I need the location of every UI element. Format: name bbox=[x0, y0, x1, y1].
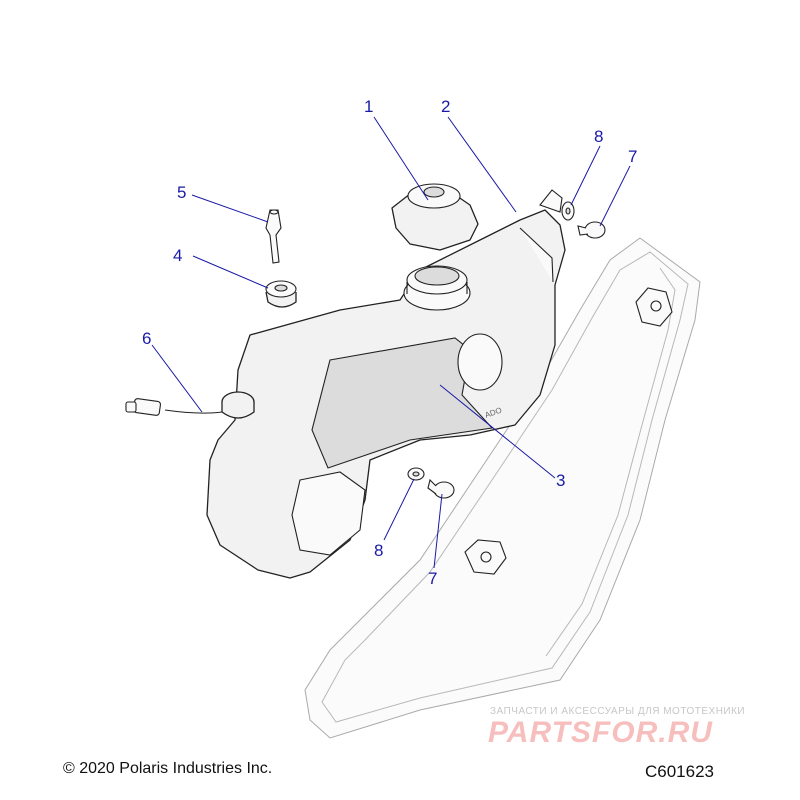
callout-1: 1 bbox=[364, 97, 373, 116]
watermark-brand: PARTSFOR.RU bbox=[488, 716, 713, 749]
bolt-lower bbox=[427, 478, 455, 499]
grommet bbox=[265, 280, 297, 308]
washer-upper bbox=[561, 201, 575, 221]
callout-7-lower: 7 bbox=[428, 569, 437, 588]
mounting-panel bbox=[304, 237, 701, 739]
callout-2: 2 bbox=[441, 97, 450, 116]
figure-id: C601623 bbox=[645, 762, 715, 781]
washer-lower bbox=[407, 467, 425, 481]
callout-5: 5 bbox=[177, 183, 186, 202]
leader-lines bbox=[151, 116, 631, 569]
copyright-text: © 2020 Polaris Industries Inc. bbox=[63, 760, 273, 777]
filler-neck bbox=[403, 265, 471, 311]
reservoir-cap bbox=[391, 183, 479, 251]
hose-fitting bbox=[265, 209, 282, 264]
watermark-logo: ЗАПЧАСТИ И АКСЕССУАРЫ ДЛЯ МОТОТЕХНИКИ PA… bbox=[470, 700, 790, 760]
watermark-tagline: ЗАПЧАСТИ И АКСЕССУАРЫ ДЛЯ МОТОТЕХНИКИ bbox=[490, 706, 746, 717]
callout-6: 6 bbox=[142, 329, 151, 348]
callout-8-lower: 8 bbox=[374, 541, 383, 560]
callout-4: 4 bbox=[173, 246, 182, 265]
callout-8-upper: 8 bbox=[594, 127, 603, 146]
reservoir-tank: ADO bbox=[206, 189, 566, 579]
callout-3: 3 bbox=[556, 471, 565, 490]
level-sensor bbox=[125, 391, 255, 419]
level-panel bbox=[311, 337, 494, 469]
callout-7-upper: 7 bbox=[628, 147, 637, 166]
